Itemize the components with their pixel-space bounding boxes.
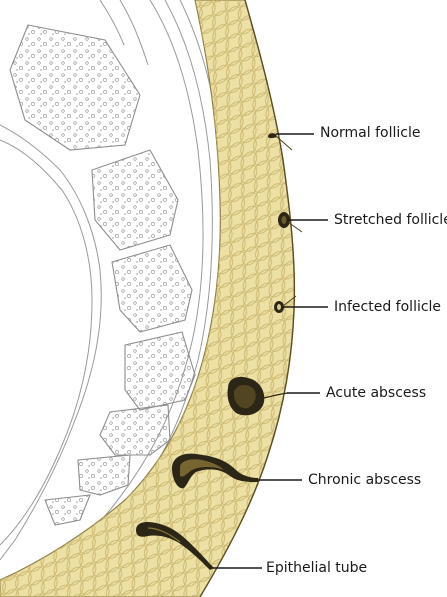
label-acute-abscess: Acute abscess	[326, 385, 427, 401]
vertebral-blocks	[9, 24, 196, 526]
epithelial-tube	[136, 522, 214, 570]
skin-surface	[199, 0, 296, 597]
label-infected-follicle: Infected follicle	[334, 299, 442, 315]
normal-follicle	[268, 133, 293, 151]
leader-lines	[212, 133, 328, 569]
label-epithelial-tube: Epithelial tube	[266, 560, 368, 576]
fat-lobules	[0, 0, 295, 597]
label-normal-follicle: Normal follicle	[320, 125, 421, 141]
chronic-abscess	[172, 453, 258, 489]
acute-abscess	[227, 376, 289, 416]
stretched-follicle	[278, 212, 303, 233]
label-stretched-follicle: Stretched follicle	[334, 212, 447, 228]
label-chronic-abscess: Chronic abscess	[308, 472, 422, 488]
infected-follicle	[274, 295, 297, 313]
